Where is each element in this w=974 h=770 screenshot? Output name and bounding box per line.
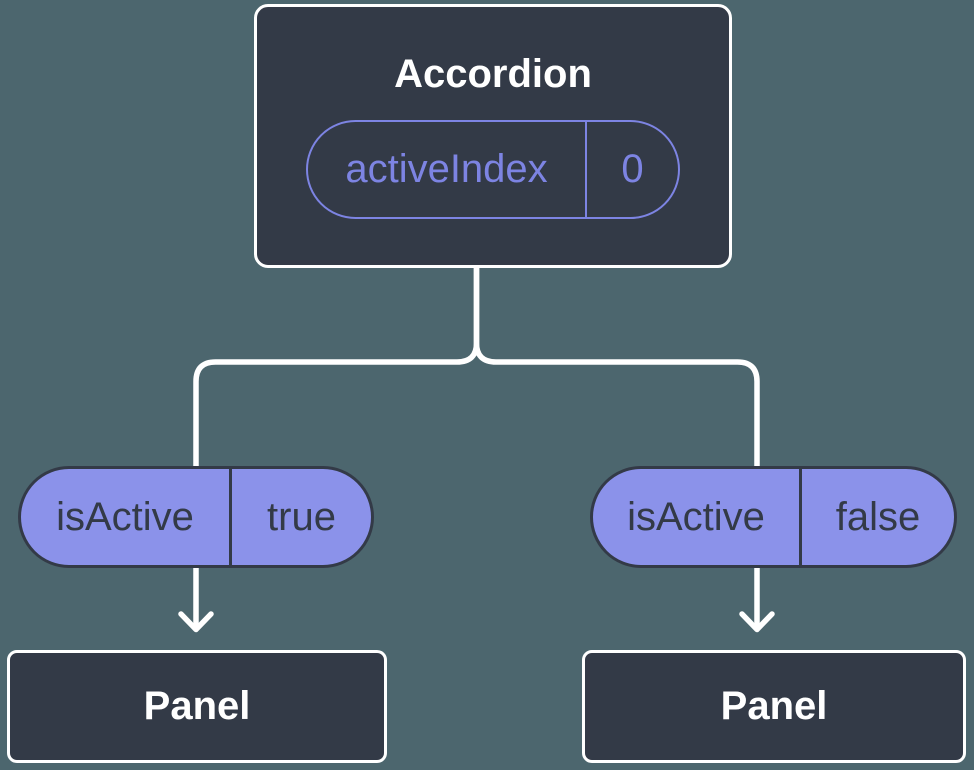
is-active-false-pill: isActive false <box>590 466 957 568</box>
is-active-true-pill: isActive true <box>18 466 374 568</box>
active-index-prop-pill: activeIndex 0 <box>306 119 680 219</box>
prop-name-label: isActive <box>627 495 765 539</box>
prop-name-label: isActive <box>56 495 194 539</box>
prop-value-label: 0 <box>585 121 678 217</box>
panel-node-right: Panel <box>582 650 966 763</box>
panel-node-left: Panel <box>7 650 387 763</box>
arrow-down-right-icon <box>739 611 775 633</box>
connector-left-branch <box>193 263 480 631</box>
accordion-node-title: Accordion <box>394 51 592 96</box>
arrow-down-left-icon <box>178 611 214 633</box>
panel-node-title: Panel <box>720 684 828 728</box>
connector-right-branch <box>473 263 760 631</box>
panel-node-title: Panel <box>143 684 251 728</box>
prop-name-label: activeIndex <box>345 147 548 191</box>
accordion-node: Accordion activeIndex 0 <box>254 4 732 268</box>
prop-value-label: true <box>229 469 371 565</box>
prop-value-label: false <box>799 469 954 565</box>
